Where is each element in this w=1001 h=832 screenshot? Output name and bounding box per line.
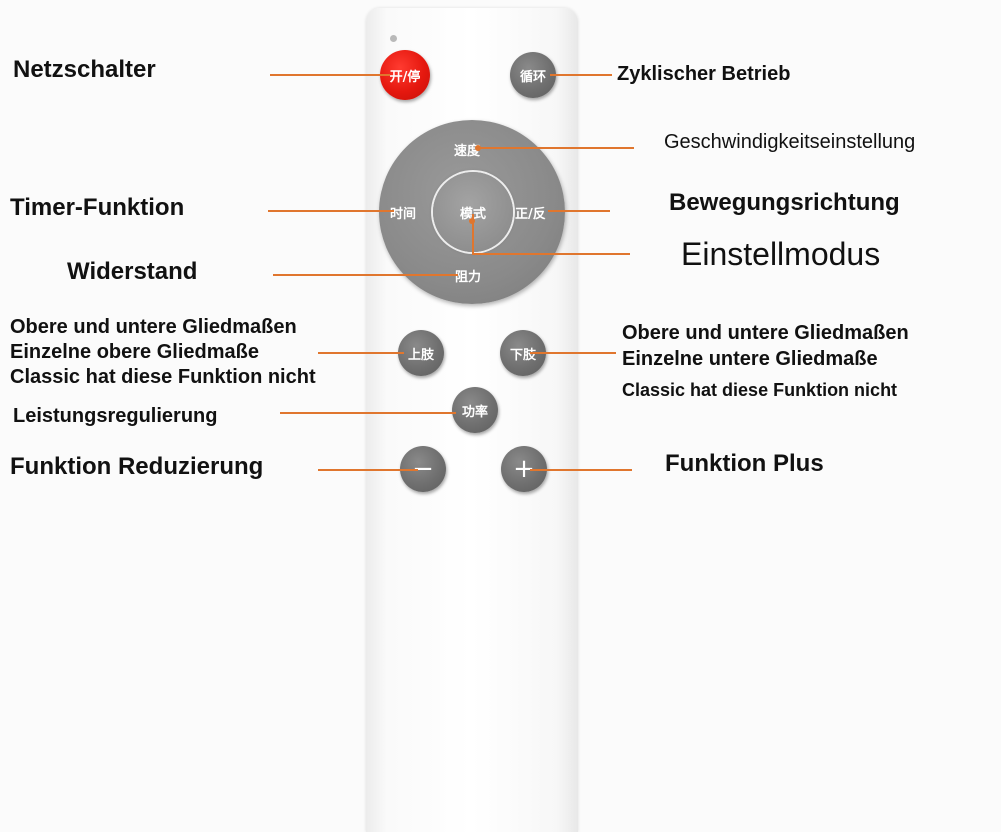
- label-lower-line3: Classic hat diese Funktion nicht: [622, 380, 898, 400]
- label-movement-direction: Bewegungsrichtung: [669, 189, 900, 216]
- callout-vline-mode: [472, 214, 474, 254]
- speed-button-label[interactable]: 速度: [454, 144, 481, 159]
- indicator-led: [390, 35, 397, 42]
- direction-button-label[interactable]: 正/反: [515, 207, 546, 222]
- label-lower-line2: Einzelne untere Gliedmaße: [622, 348, 878, 370]
- power-level-button[interactable]: 功率: [452, 387, 498, 433]
- callout-line-lower: [530, 352, 616, 354]
- callout-line-time: [268, 210, 394, 212]
- callout-line-cycle: [550, 74, 612, 76]
- label-power-switch: Netzschalter: [13, 56, 156, 83]
- label-cyclic-operation: Zyklischer Betrieb: [617, 63, 791, 85]
- label-setting-mode: Einstellmodus: [681, 236, 881, 272]
- callout-line-speed: [478, 147, 634, 149]
- label-resistance: Widerstand: [67, 258, 198, 285]
- upper-limb-button[interactable]: 上肢: [398, 330, 444, 376]
- label-speed-setting: Geschwindigkeitseinstellung: [664, 131, 916, 153]
- callout-line-minus: [318, 469, 418, 471]
- label-upper-line3: Classic hat diese Funktion nicht: [10, 366, 316, 388]
- callout-line-direction: [548, 210, 610, 212]
- callout-line-power-level: [280, 412, 456, 414]
- label-function-reduce: Funktion Reduzierung: [10, 453, 264, 480]
- callout-line-upper: [318, 352, 404, 354]
- time-button-label[interactable]: 时间: [390, 207, 417, 222]
- label-upper-line2: Einzelne obere Gliedmaße: [10, 341, 259, 363]
- callout-line-mode: [472, 253, 630, 255]
- cycle-button[interactable]: 循环: [510, 52, 556, 98]
- label-power-regulation: Leistungsregulierung: [13, 405, 218, 427]
- label-upper-line1: Obere und untere Gliedmaßen: [10, 316, 297, 338]
- callout-line-power: [270, 74, 390, 76]
- resistance-button-label[interactable]: 阻力: [455, 270, 482, 285]
- callout-dot-speed: [475, 145, 481, 151]
- label-timer-function: Timer-Funktion: [10, 194, 185, 221]
- callout-dot-mode: [469, 218, 475, 224]
- label-function-plus: Funktion Plus: [665, 450, 824, 477]
- label-lower-line1: Obere und untere Gliedmaßen: [622, 322, 909, 344]
- callout-line-plus: [530, 469, 632, 471]
- callout-line-resistance: [273, 274, 458, 276]
